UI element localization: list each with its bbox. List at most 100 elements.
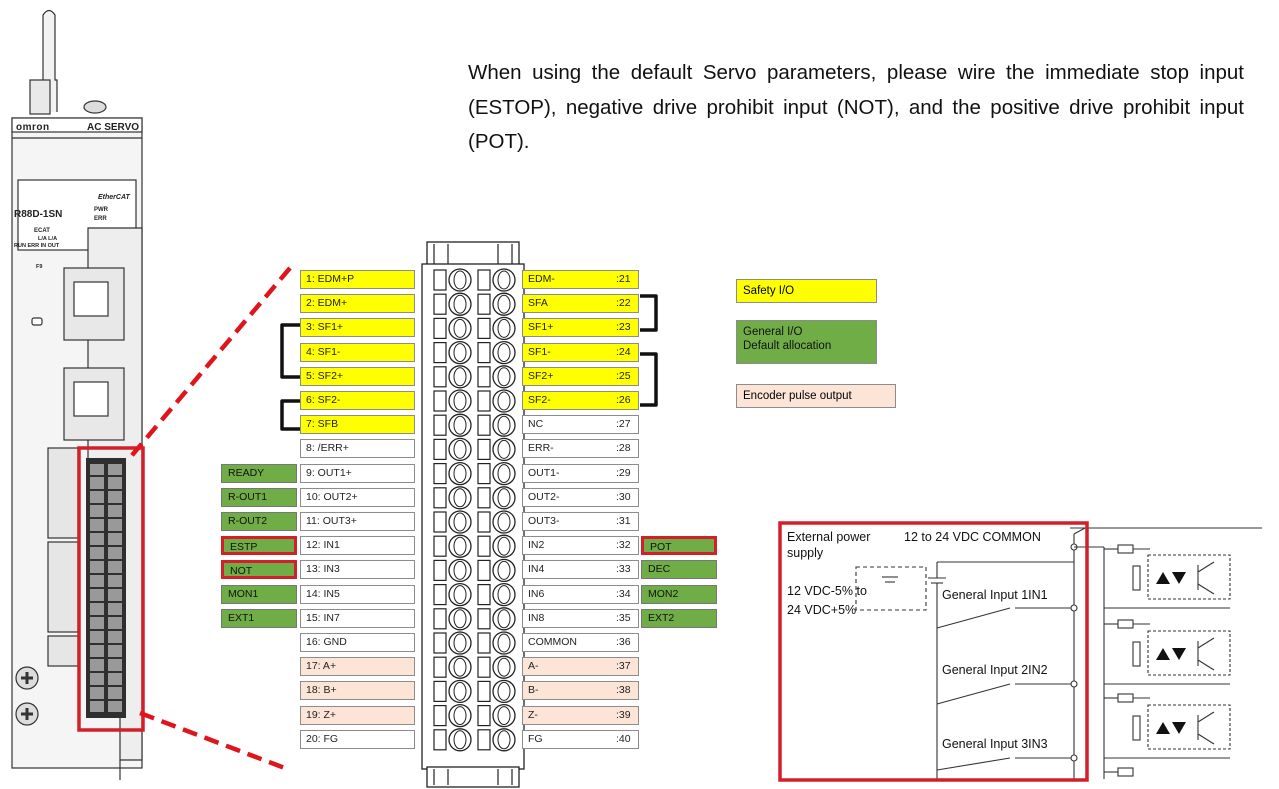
right-pin-number: :24	[616, 345, 631, 358]
legend-general-line1: General I/O	[743, 326, 803, 338]
terminal-screw	[448, 365, 472, 389]
terminal-slot	[477, 414, 491, 436]
drive-bus-label: EtherCAT	[98, 194, 130, 201]
right-pin-number: :38	[616, 684, 631, 697]
terminal-screw	[448, 582, 472, 607]
terminal-screw	[492, 365, 516, 389]
terminal-slot	[433, 414, 447, 436]
terminal-screw-inner	[453, 391, 467, 411]
terminal-slot	[477, 680, 491, 702]
terminal-screw-inner	[453, 488, 467, 508]
right-pin-label: SFA	[528, 297, 548, 310]
left-signal-tag: ESTP	[221, 536, 297, 556]
right-signal-tag: DEC	[641, 560, 717, 580]
terminal-screw-inner	[497, 367, 511, 387]
terminal-screw-inner	[453, 464, 467, 484]
terminal-slot	[477, 293, 491, 315]
legend-encoder-output: Encoder pulse output	[736, 384, 896, 408]
right-pin: IN6:34	[522, 584, 639, 604]
terminal-screw-inner	[497, 343, 511, 363]
terminal-slot	[477, 463, 491, 485]
terminal-screw-inner	[497, 585, 511, 605]
left-pin: 20: FG	[300, 729, 415, 749]
right-pin-label: IN4	[528, 563, 545, 576]
terminal-slot	[433, 463, 447, 485]
terminal-screw	[448, 340, 472, 365]
left-pin: 16: GND	[300, 633, 415, 652]
terminal-screw	[448, 728, 472, 752]
right-pin-label: IN6	[528, 587, 545, 600]
terminal-slot	[477, 535, 491, 557]
right-pin: NC:27	[522, 415, 639, 435]
terminal-screw-inner	[453, 439, 467, 459]
terminal-screw	[492, 510, 516, 534]
terminal-screw-inner	[453, 318, 467, 338]
terminal-screw-inner	[497, 439, 511, 459]
left-pin: 12: IN1	[300, 536, 415, 556]
terminal-screw-inner	[497, 270, 511, 290]
terminal-screw	[448, 292, 472, 316]
terminal-screw-inner	[453, 343, 467, 363]
terminal-screw	[492, 486, 516, 510]
terminal-screw-inner	[453, 681, 467, 701]
terminal-screw-inner	[497, 536, 511, 556]
right-pin: IN4:33	[522, 560, 639, 580]
left-pin: 18: B+	[300, 681, 415, 701]
right-pin: OUT2-:30	[522, 487, 639, 507]
drive-brand: omron	[16, 122, 50, 133]
terminal-screw	[448, 510, 472, 534]
right-pin: EDM-:21	[522, 270, 639, 289]
terminal-slot	[433, 680, 447, 702]
right-pin-label: Z-	[528, 708, 538, 721]
terminal-slot	[433, 341, 447, 364]
right-pin-label: FG	[528, 732, 543, 745]
terminal-slot	[433, 608, 447, 630]
right-pin: SF2-:26	[522, 391, 639, 410]
general-input-3-label: General Input 3IN3	[942, 737, 1048, 751]
terminal-slot	[433, 729, 447, 751]
terminal-screw-inner	[453, 560, 467, 580]
terminal-slot	[477, 608, 491, 630]
ext-power-label-line1: External power	[787, 530, 871, 544]
right-pin: SF1-:24	[522, 342, 639, 362]
left-pin: 11: OUT3+	[300, 512, 415, 531]
left-pin: 9: OUT1+	[300, 463, 415, 483]
right-pin: OUT1-:29	[522, 463, 639, 483]
voltage-range-line1: 12 VDC-5% to	[787, 584, 867, 598]
terminal-screw	[448, 268, 472, 292]
left-pin: 19: Z+	[300, 705, 415, 725]
right-pin-number: :37	[616, 660, 631, 673]
terminal-screw	[448, 413, 472, 437]
terminal-screw	[492, 461, 516, 486]
terminal-slot	[477, 341, 491, 364]
right-signal-tag: EXT2	[641, 608, 717, 628]
terminal-screw	[448, 558, 472, 583]
terminal-screw	[448, 534, 472, 558]
right-pin: OUT3-:31	[522, 512, 639, 531]
terminal-slot	[433, 535, 447, 557]
terminal-screw-inner	[497, 657, 511, 677]
drive-f9-label: F9	[36, 264, 43, 270]
terminal-slot	[477, 487, 491, 509]
general-input-1-label: General Input 1IN1	[942, 588, 1048, 602]
terminal-slot	[477, 317, 491, 340]
terminal-screw-inner	[497, 560, 511, 580]
right-pin-number: :30	[616, 490, 631, 503]
terminal-slot	[477, 366, 491, 388]
terminal-screw	[448, 679, 472, 704]
terminal-screw	[448, 389, 472, 413]
terminal-screw	[492, 679, 516, 704]
terminal-screw-inner	[497, 464, 511, 484]
right-pin: FG:40	[522, 729, 639, 749]
left-pin: 6: SF2-	[300, 391, 415, 410]
terminal-screw-inner	[453, 609, 467, 629]
left-pin: 10: OUT2+	[300, 487, 415, 507]
terminal-slot	[433, 487, 447, 509]
left-pin: 14: IN5	[300, 584, 415, 604]
right-pin-label: OUT1-	[528, 466, 560, 479]
left-pin: 7: SFB	[300, 415, 415, 435]
right-pin-label: B-	[528, 684, 539, 697]
right-signal-tag: POT	[641, 536, 717, 556]
right-pin-number: :39	[616, 708, 631, 721]
